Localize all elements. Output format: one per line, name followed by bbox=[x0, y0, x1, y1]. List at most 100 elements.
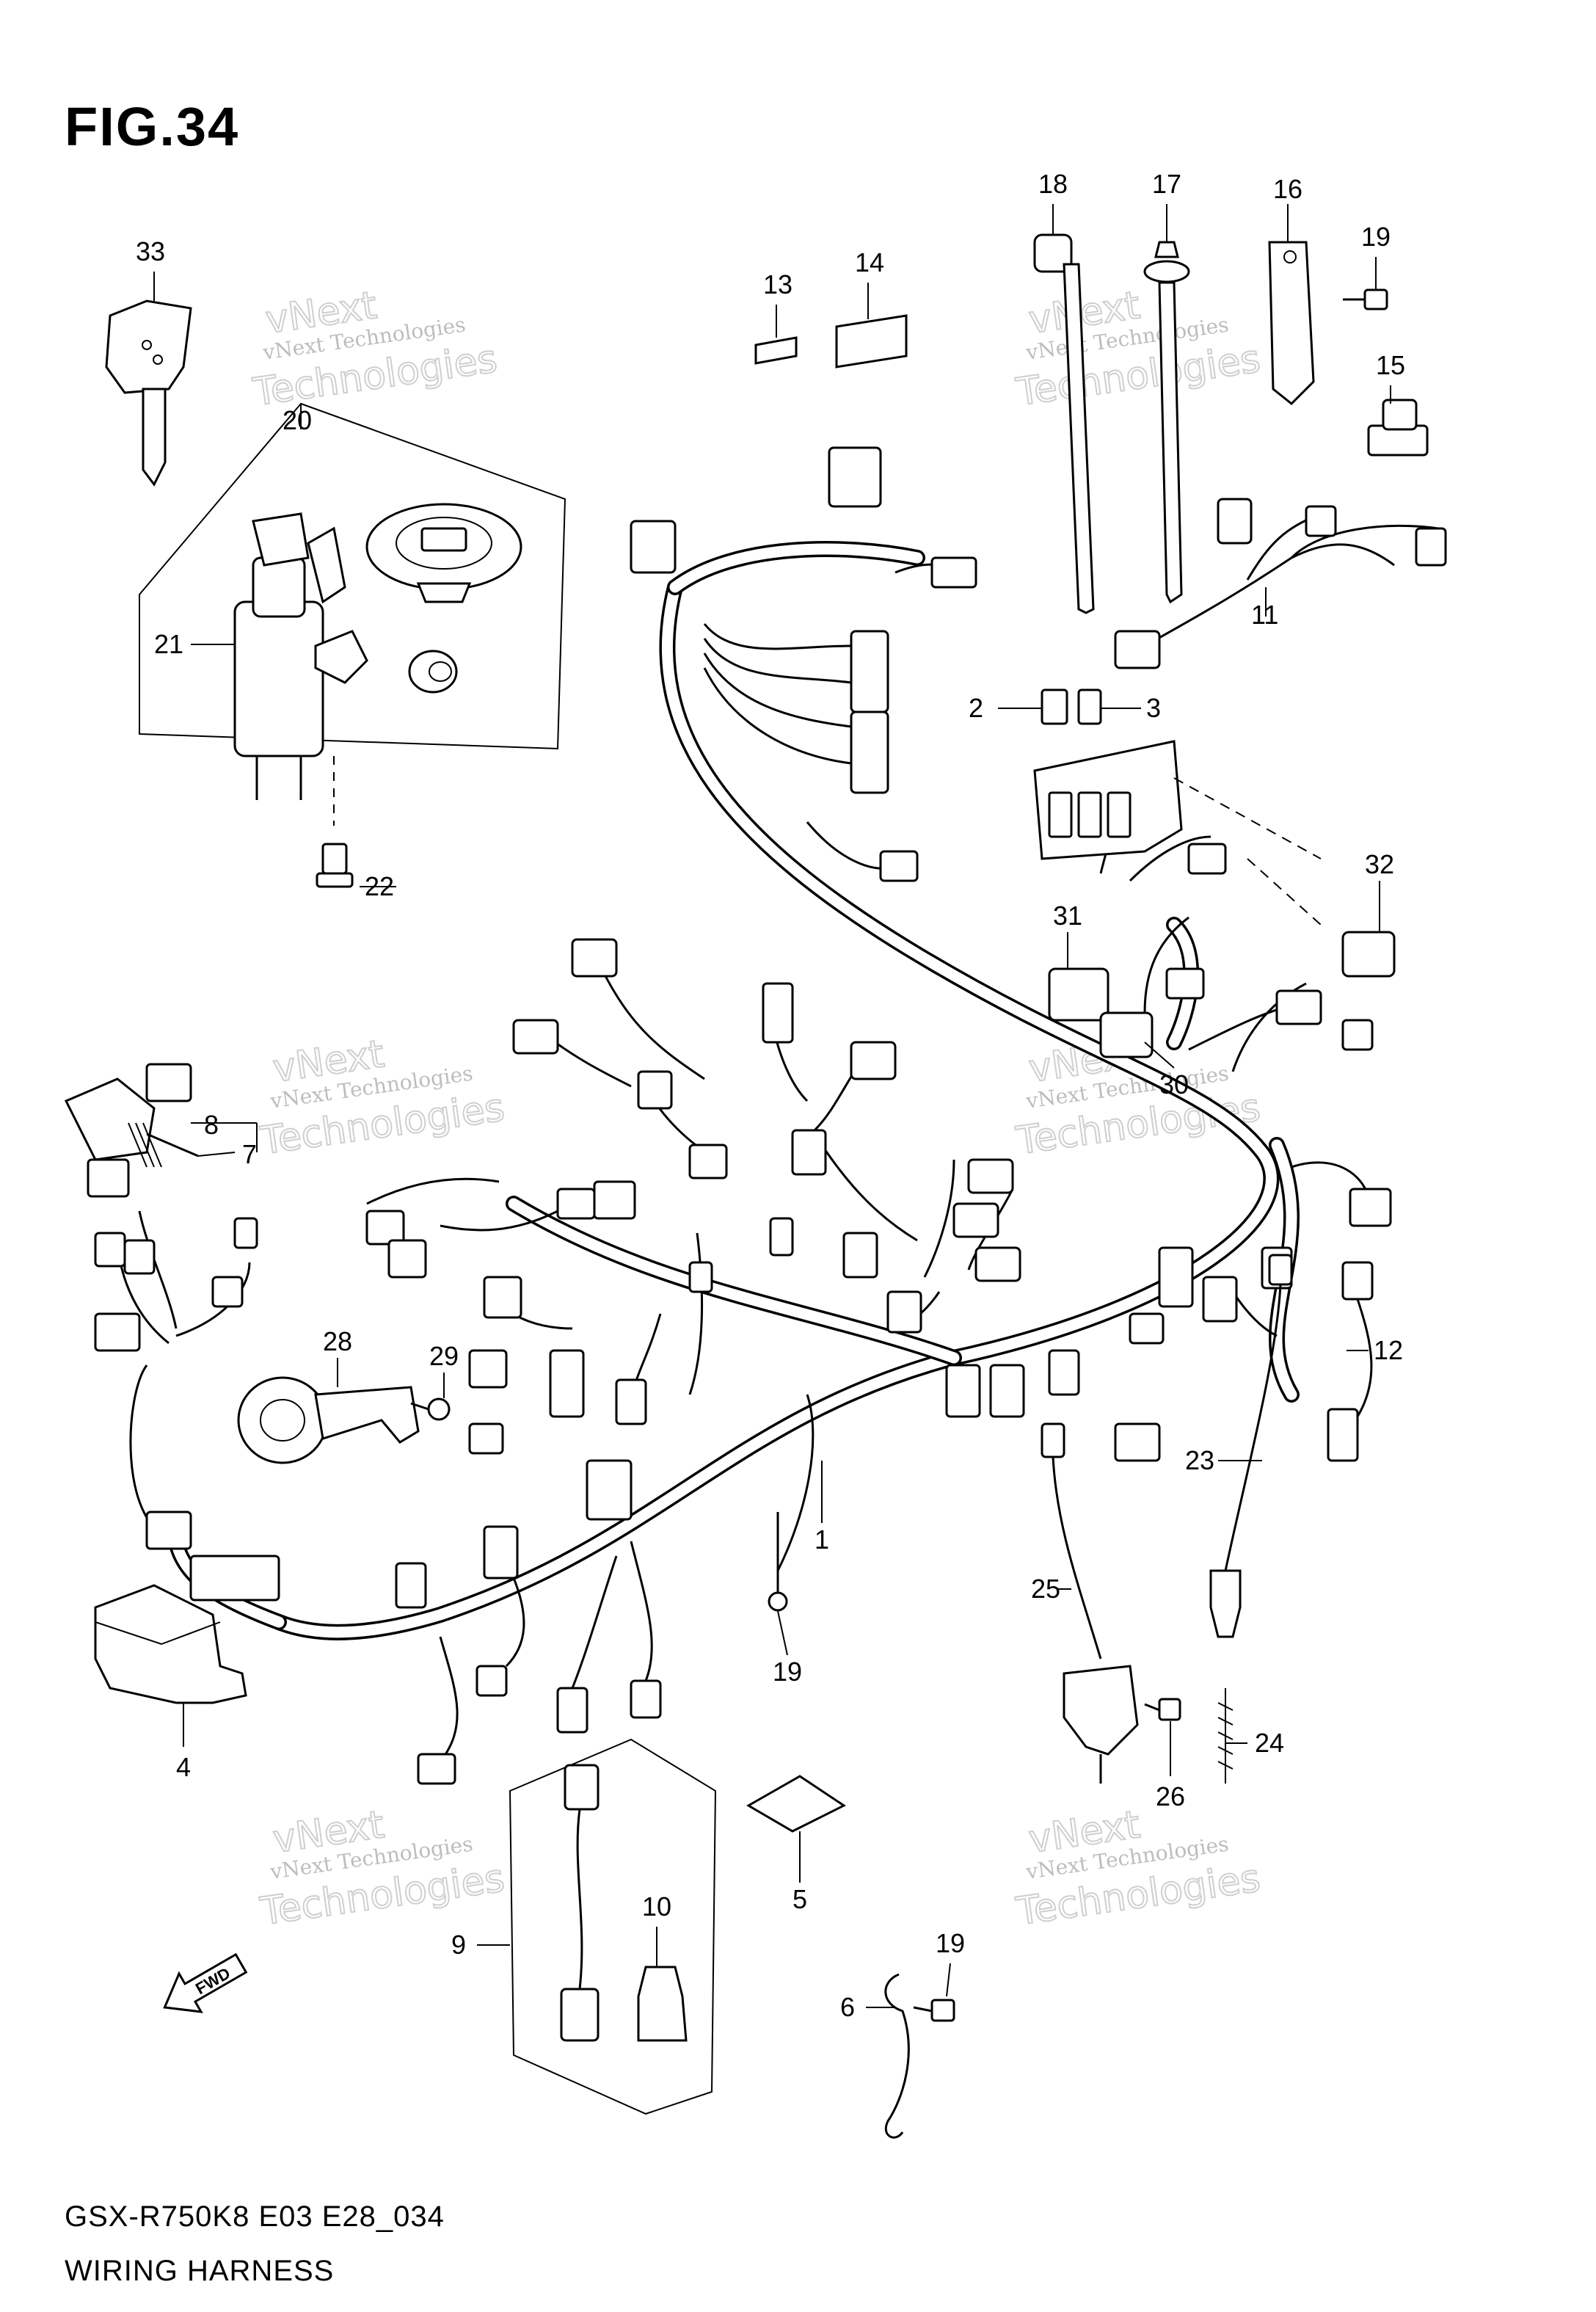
callout-2: 2 bbox=[969, 693, 983, 723]
callout-28: 28 bbox=[323, 1326, 352, 1356]
part-10-cap bbox=[637, 1966, 688, 2042]
callout-leaders bbox=[153, 204, 1391, 2008]
connector bbox=[1048, 1349, 1080, 1396]
connector bbox=[1114, 1422, 1161, 1462]
callout-14: 14 bbox=[855, 247, 884, 277]
part-2-fuse bbox=[1041, 688, 1068, 725]
part-28-horn bbox=[237, 1376, 420, 1464]
callout-12: 12 bbox=[1374, 1335, 1403, 1365]
callout-23: 22 bbox=[365, 871, 394, 901]
connector bbox=[483, 1276, 522, 1319]
callout-24: 23 bbox=[1185, 1445, 1214, 1475]
callout-13: 13 bbox=[763, 269, 792, 299]
connector bbox=[145, 1511, 192, 1550]
ecm-connector bbox=[850, 630, 889, 713]
callout-33: 33 bbox=[136, 236, 165, 266]
connector bbox=[630, 1679, 662, 1719]
connector bbox=[688, 1144, 728, 1179]
connector bbox=[637, 1070, 673, 1110]
callout-7: 7 bbox=[242, 1139, 257, 1169]
callout-25: 24 bbox=[1255, 1728, 1284, 1758]
connector bbox=[615, 1378, 647, 1425]
part-32-relay bbox=[1341, 931, 1396, 978]
connector bbox=[211, 1276, 244, 1308]
callout-16: 16 bbox=[1273, 174, 1302, 204]
connector-group bbox=[87, 446, 1392, 1785]
connector bbox=[1187, 843, 1227, 875]
callout-20: 19 bbox=[773, 1657, 802, 1687]
connector bbox=[1158, 1246, 1194, 1308]
connector bbox=[593, 1180, 636, 1220]
callout-27: 26 bbox=[1156, 1781, 1185, 1811]
connector bbox=[549, 1349, 585, 1418]
connector bbox=[630, 520, 677, 574]
callout-32: 32 bbox=[1365, 849, 1394, 879]
connector bbox=[952, 1202, 999, 1238]
callout-labels: 33 20 21 22 13 14 18 17 16 19 15 11 2 3 … bbox=[136, 169, 1405, 2022]
connector bbox=[94, 1232, 126, 1268]
part-11-subharness bbox=[1114, 498, 1447, 669]
part-18-tie bbox=[1033, 233, 1095, 614]
connector bbox=[1275, 989, 1322, 1025]
callout-6: 6 bbox=[840, 1992, 855, 2022]
connector bbox=[791, 1129, 827, 1176]
connector bbox=[417, 1753, 456, 1785]
callout-3: 3 bbox=[1146, 693, 1161, 723]
connector bbox=[387, 1239, 427, 1279]
callout-26: 25 bbox=[1031, 1574, 1060, 1604]
callout-8: 8 bbox=[204, 1110, 219, 1140]
connector bbox=[571, 938, 618, 978]
part-15-clip bbox=[1367, 399, 1429, 457]
part-16-clamp bbox=[1268, 241, 1315, 406]
connector bbox=[1349, 1188, 1392, 1227]
connector bbox=[468, 1422, 504, 1455]
connector bbox=[468, 1349, 508, 1389]
connector bbox=[879, 850, 919, 882]
callout-19: 19 bbox=[1361, 222, 1391, 252]
callout-4: 4 bbox=[176, 1752, 191, 1782]
connector bbox=[395, 1562, 427, 1609]
callout-18: 18 bbox=[1038, 169, 1068, 199]
callout-21: 20 bbox=[283, 405, 312, 435]
connector bbox=[189, 1555, 280, 1602]
connector bbox=[1129, 1312, 1165, 1345]
callout-15: 15 bbox=[1376, 350, 1405, 380]
connector bbox=[762, 982, 794, 1044]
part-17-tie bbox=[1143, 241, 1190, 604]
part-27-screw bbox=[1144, 1698, 1181, 1721]
connector bbox=[556, 1687, 589, 1734]
connector bbox=[1165, 967, 1205, 1000]
connector bbox=[94, 1312, 141, 1352]
part-19-screw bbox=[1343, 288, 1388, 310]
part-4-cover bbox=[94, 1584, 247, 1704]
connector bbox=[233, 1217, 258, 1249]
connector bbox=[688, 1261, 713, 1293]
ecm-connector bbox=[850, 710, 889, 794]
callout-19-lower: 19 bbox=[936, 1928, 965, 1958]
part-33-key bbox=[105, 299, 192, 487]
part-25-spring bbox=[1217, 1688, 1234, 1784]
connector bbox=[850, 1041, 897, 1080]
connector bbox=[87, 1158, 130, 1198]
footer-name: WIRING HARNESS bbox=[65, 2255, 335, 2287]
connector bbox=[365, 1210, 405, 1246]
callout-31: 31 bbox=[1053, 901, 1082, 931]
connector bbox=[886, 1290, 922, 1334]
part-6-stay bbox=[884, 1973, 910, 2139]
connector bbox=[123, 1239, 156, 1275]
connector bbox=[769, 1217, 794, 1257]
connector bbox=[967, 1158, 1014, 1194]
part-5-label bbox=[746, 1775, 846, 1833]
part-19-bolt-lower bbox=[913, 1999, 955, 2022]
part-24-sensor-wire bbox=[1209, 1254, 1293, 1638]
callout-1: 1 bbox=[815, 1524, 829, 1555]
fwd-arrow-icon: FWD bbox=[163, 1952, 248, 2013]
callout-17: 17 bbox=[1152, 169, 1181, 199]
connector bbox=[974, 1246, 1021, 1282]
connector bbox=[828, 446, 882, 508]
callout-30: 30 bbox=[1159, 1069, 1189, 1099]
footer-code: GSX-R750K8 E03 E28_034 bbox=[65, 2200, 445, 2233]
callout-22: 21 bbox=[154, 629, 183, 659]
callout-10: 10 bbox=[642, 1891, 671, 1922]
callout-5: 5 bbox=[792, 1884, 807, 1914]
